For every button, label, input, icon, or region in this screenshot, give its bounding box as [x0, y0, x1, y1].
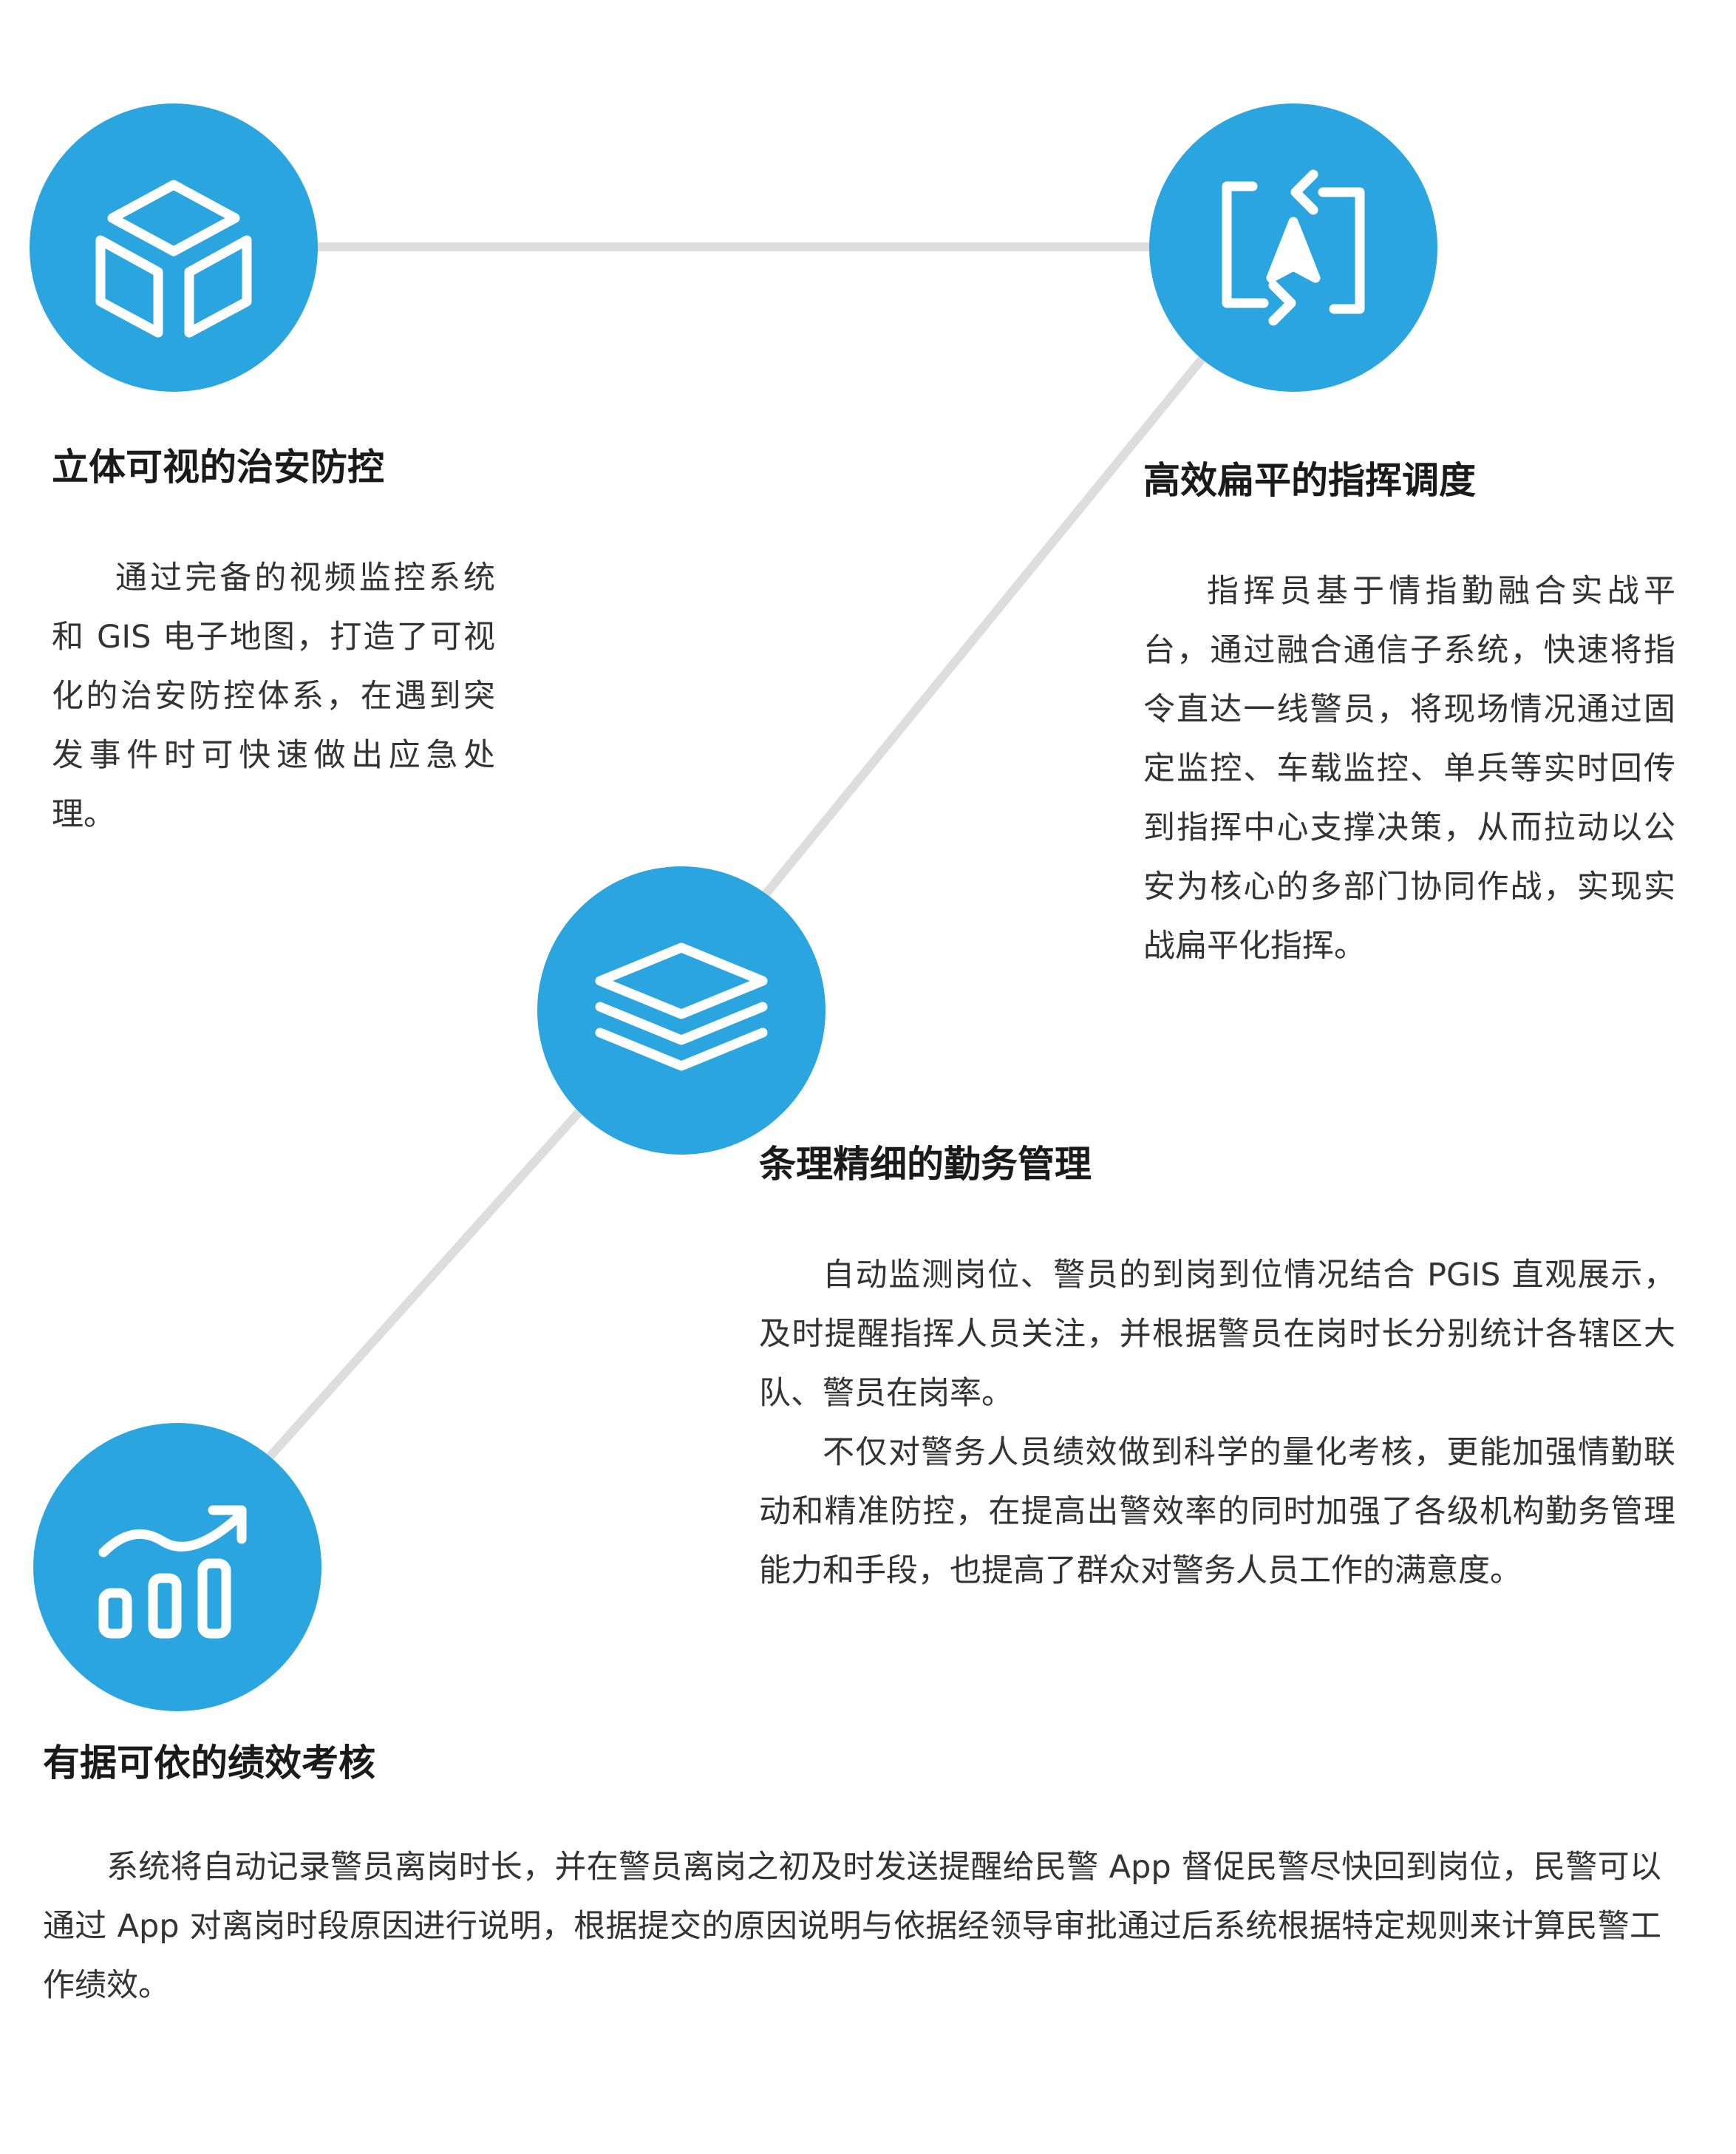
node-title: 高效扁平的指挥调度 — [1143, 459, 1476, 502]
node-circle-command-dispatch — [1149, 103, 1437, 392]
node-title: 立体可视的治安防控 — [52, 446, 384, 489]
node-title: 有据可依的绩效考核 — [43, 1742, 375, 1784]
connector-line — [672, 242, 1298, 1008]
node-circle-duty-management — [537, 866, 826, 1155]
node-title: 条理精细的勤务管理 — [759, 1143, 1092, 1186]
node-description: 系统将自动记录警员离岗时长，并在警员离岗之初及时发送提醒给民警 App 督促民警… — [43, 1849, 1661, 2004]
layers-icon — [595, 942, 768, 1071]
node-description: 自动监测岗位、警员的到岗到位情况结合 PGIS 直观展示，及时提醒指挥人员关注，… — [759, 1257, 1675, 1412]
node-description: 不仅对警务人员绩效做到科学的量化考核，更能加强情勤联动和精准防控，在提高出警效率… — [759, 1434, 1675, 1589]
command-dispatch-icon — [1222, 169, 1365, 326]
cube-icon — [95, 180, 252, 338]
node-circle-visual-security — [30, 103, 318, 392]
growth-chart-icon — [98, 1505, 247, 1639]
node-description: 通过完备的视频监控系统和 GIS 电子地图，打造了可视化的治安防控体系，在遇到突… — [52, 560, 495, 833]
node-description: 指挥员基于情指勤融合实战平台，通过融合通信子系统，快速将指令直达一线警员，将现场… — [1143, 573, 1675, 965]
node-circle-performance — [33, 1423, 321, 1711]
